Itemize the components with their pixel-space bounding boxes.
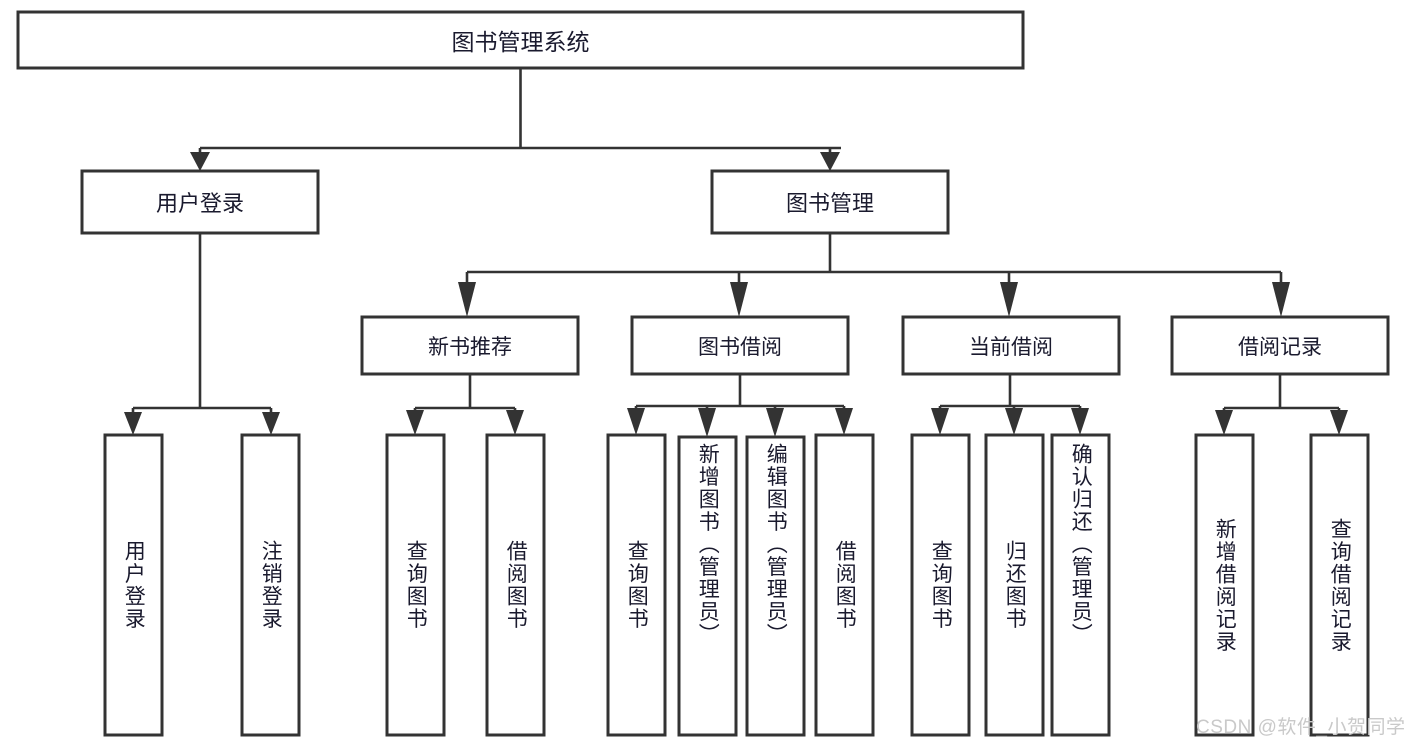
connector-group-book-borrow [627,374,853,437]
node-book-manage[interactable] [710,169,950,235]
arrowhead-book-manage [820,152,840,171]
arrowhead-leaf-add-record [1215,410,1233,435]
node-leaf-add-record[interactable] [1194,433,1255,737]
node-new-book-recommend[interactable] [360,315,580,376]
connector-group-book-manage [458,233,1290,317]
node-leaf-add-book[interactable] [677,435,738,737]
arrowhead-leaf-logout [262,412,280,435]
arrowhead-leaf-borrow-book-1 [506,410,524,435]
arrowhead-new-book-recommend [458,282,476,317]
arrowhead-leaf-query-record [1330,410,1348,435]
node-borrow-record[interactable] [1170,315,1390,376]
connector-group-user-login [124,233,280,435]
arrowhead-leaf-borrow-book-2 [835,408,853,435]
node-leaf-edit-book[interactable] [745,435,806,737]
connector-group-borrow-record [1215,374,1348,435]
arrowhead-leaf-confirm-return [1071,408,1089,435]
arrowhead-borrow-record [1272,282,1290,317]
arrowhead-leaf-query-book-1 [406,410,424,435]
node-leaf-borrow-book-1[interactable] [485,433,546,737]
node-leaf-return-book[interactable] [984,433,1045,737]
node-leaf-query-record[interactable] [1309,433,1370,737]
node-leaf-confirm-return[interactable] [1050,433,1111,737]
node-leaf-logout[interactable] [240,433,301,737]
arrowhead-user-login [190,152,210,171]
arrowhead-leaf-edit-book [766,408,784,437]
arrowhead-leaf-return-book [1005,408,1023,435]
arrowhead-current-borrow [1000,282,1018,317]
csdn-watermark: CSDN @软件_小贺同学 [1196,717,1405,738]
arrowhead-leaf-add-book [698,408,716,437]
arrowhead-leaf-user-login [124,412,142,435]
connector-group-new-book-recommend [406,374,524,435]
node-book-borrow[interactable] [630,315,850,376]
node-leaf-user-login[interactable] [103,433,164,737]
node-leaf-query-book-2[interactable] [606,433,667,737]
node-current-borrow[interactable] [901,315,1121,376]
node-leaf-query-book-1[interactable] [385,433,446,737]
node-leaf-query-book-3[interactable] [910,433,971,737]
node-leaf-borrow-book-2[interactable] [814,433,875,737]
connector-group-current-borrow [931,374,1089,435]
node-user-login[interactable] [80,169,320,235]
node-root[interactable] [16,10,1025,70]
arrowhead-leaf-query-book-3 [931,408,949,435]
connector-group-root [190,68,841,171]
arrowhead-leaf-query-book-2 [627,408,645,435]
arrowhead-book-borrow [730,282,748,317]
